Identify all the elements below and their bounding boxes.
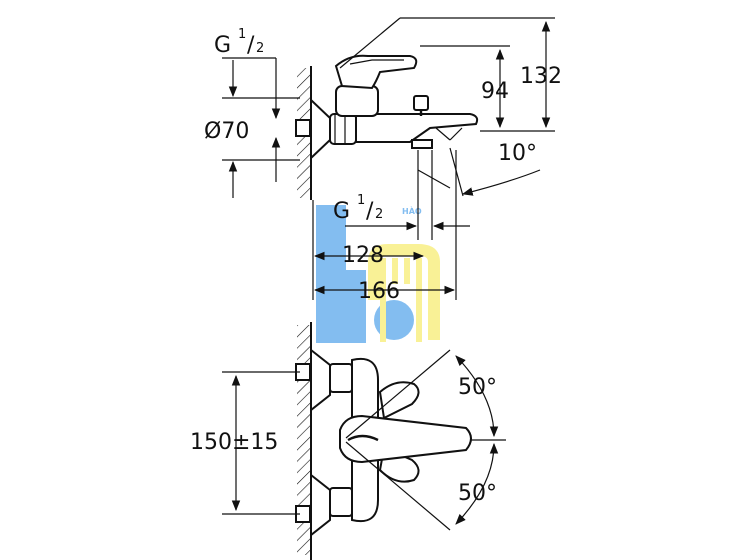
depth-128-label: 128 xyxy=(342,243,384,268)
depth-166-label: 166 xyxy=(358,279,400,304)
wall-bottom xyxy=(295,322,331,560)
dimension-lines-bottom xyxy=(222,349,506,531)
faucet-front-view xyxy=(329,358,472,522)
angle-upper-label: 50° xyxy=(458,375,497,400)
thread-mid-label: G xyxy=(333,199,350,224)
thread-top-label: G xyxy=(214,33,231,58)
watermark-text: HÀO xyxy=(402,205,422,216)
watermark-blue-bar xyxy=(316,205,346,343)
dimension-lines-top xyxy=(222,17,555,300)
center-distance-label: 150±15 xyxy=(190,430,278,455)
height-132-label: 132 xyxy=(520,64,562,89)
thread-mid-slash: / xyxy=(366,199,374,224)
angle-spout-label: 10° xyxy=(498,141,537,166)
diameter-label: Ø70 xyxy=(204,119,249,144)
thread-top-sub: 2 xyxy=(256,41,264,56)
angle-lower-label: 50° xyxy=(458,481,497,506)
faucet-side-view xyxy=(329,54,479,149)
thread-mid-sub: 2 xyxy=(375,207,383,222)
thread-top-sup: 1 xyxy=(238,27,246,42)
wall-top xyxy=(295,66,331,200)
height-94-label: 94 xyxy=(481,79,509,104)
thread-mid-sup: 1 xyxy=(357,193,365,208)
thread-top-slash: / xyxy=(247,33,255,58)
